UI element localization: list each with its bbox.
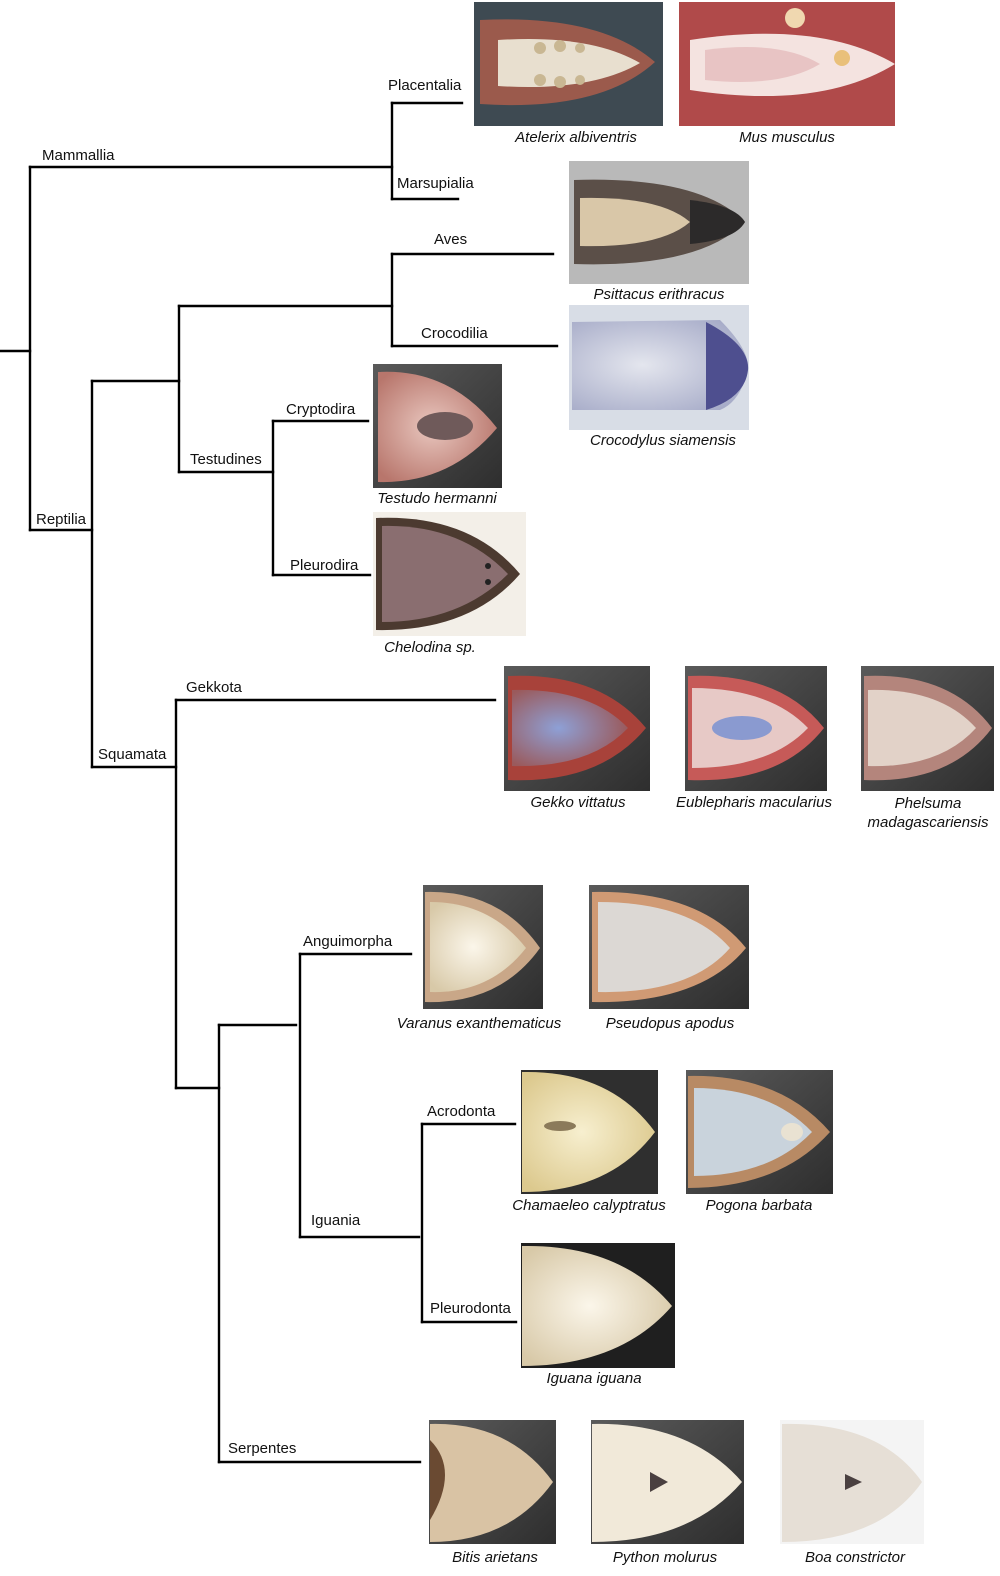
- photo-python-molurus: [591, 1420, 744, 1544]
- clade-label-marsupialia: Marsupialia: [397, 175, 474, 192]
- clade-label-reptilia: Reptilia: [36, 511, 87, 528]
- clade-label-anguimorpha: Anguimorpha: [303, 933, 393, 950]
- clade-label-testudines: Testudines: [190, 451, 262, 468]
- photo-pseudopus-apodus: [589, 885, 749, 1009]
- photo-crocodylus-siamensis: [569, 305, 749, 430]
- species-label-phelsuma-line2: madagascariensis: [868, 814, 989, 831]
- clade-label-aves: Aves: [434, 231, 467, 248]
- clade-label-crocodilia: Crocodilia: [421, 325, 488, 342]
- species-label-chamaeleo: Chamaeleo calyptratus: [512, 1197, 666, 1214]
- clade-label-gekkota: Gekkota: [186, 679, 243, 696]
- clade-label-acrodonta: Acrodonta: [427, 1103, 496, 1120]
- species-label-eublepharis: Eublepharis macularius: [676, 794, 832, 811]
- photo-eublepharis-macularius: [685, 666, 827, 791]
- species-label-varanus: Varanus exanthematicus: [397, 1015, 562, 1032]
- photo-atelerix-albiventris: [474, 2, 663, 126]
- photo-mus-musculus: [679, 2, 895, 126]
- photo-testudo-hermanni: [373, 364, 502, 488]
- photo-bitis-arietans: [429, 1420, 556, 1544]
- photo-phelsuma-madagascariensis: [861, 666, 994, 791]
- species-label-chelodina: Chelodina sp.: [384, 639, 476, 656]
- photo-chelodina-sp: [373, 512, 526, 636]
- clade-label-mammallia: Mammallia: [42, 147, 115, 164]
- species-label-crocodylus: Crocodylus siamensis: [590, 432, 736, 449]
- species-label-python: Python molurus: [613, 1549, 718, 1566]
- species-label-pseudopus: Pseudopus apodus: [606, 1015, 735, 1032]
- species-label-testudo: Testudo hermanni: [377, 490, 497, 507]
- photo-chamaeleo-calyptratus: [521, 1070, 658, 1194]
- clade-label-pleurodonta: Pleurodonta: [430, 1300, 512, 1317]
- photo-pogona-barbata: [686, 1070, 833, 1194]
- species-label-boa: Boa constrictor: [805, 1549, 906, 1566]
- clade-label-pleurodira: Pleurodira: [290, 557, 359, 574]
- species-label-iguana: Iguana iguana: [546, 1370, 641, 1387]
- clade-labels: Mammallia Placentalia Marsupialia Aves C…: [36, 77, 512, 1457]
- specimen-photos: [373, 2, 994, 1544]
- clade-label-squamata: Squamata: [98, 746, 167, 763]
- species-label-bitis: Bitis arietans: [452, 1549, 538, 1566]
- species-label-mus: Mus musculus: [739, 129, 835, 146]
- species-labels: Atelerix albiventris Mus musculus Psitta…: [377, 129, 989, 1566]
- photo-gekko-vittatus: [504, 666, 650, 791]
- tree-branches: [0, 101, 559, 1464]
- species-label-gekko: Gekko vittatus: [530, 794, 626, 811]
- clade-label-cryptodira: Cryptodira: [286, 401, 356, 418]
- clade-label-placentalia: Placentalia: [388, 77, 462, 94]
- clade-label-iguania: Iguania: [311, 1212, 361, 1229]
- photo-iguana-iguana: [521, 1243, 675, 1368]
- photo-boa-constrictor: [780, 1420, 924, 1544]
- photo-varanus-exanthematicus: [423, 885, 543, 1009]
- species-label-pogona: Pogona barbata: [706, 1197, 813, 1214]
- clade-label-serpentes: Serpentes: [228, 1440, 296, 1457]
- species-label-atelerix: Atelerix albiventris: [514, 129, 637, 146]
- species-label-phelsuma-line1: Phelsuma: [895, 795, 962, 812]
- species-label-psittacus: Psittacus erithracus: [594, 286, 725, 303]
- photo-psittacus-erithracus: [569, 161, 749, 284]
